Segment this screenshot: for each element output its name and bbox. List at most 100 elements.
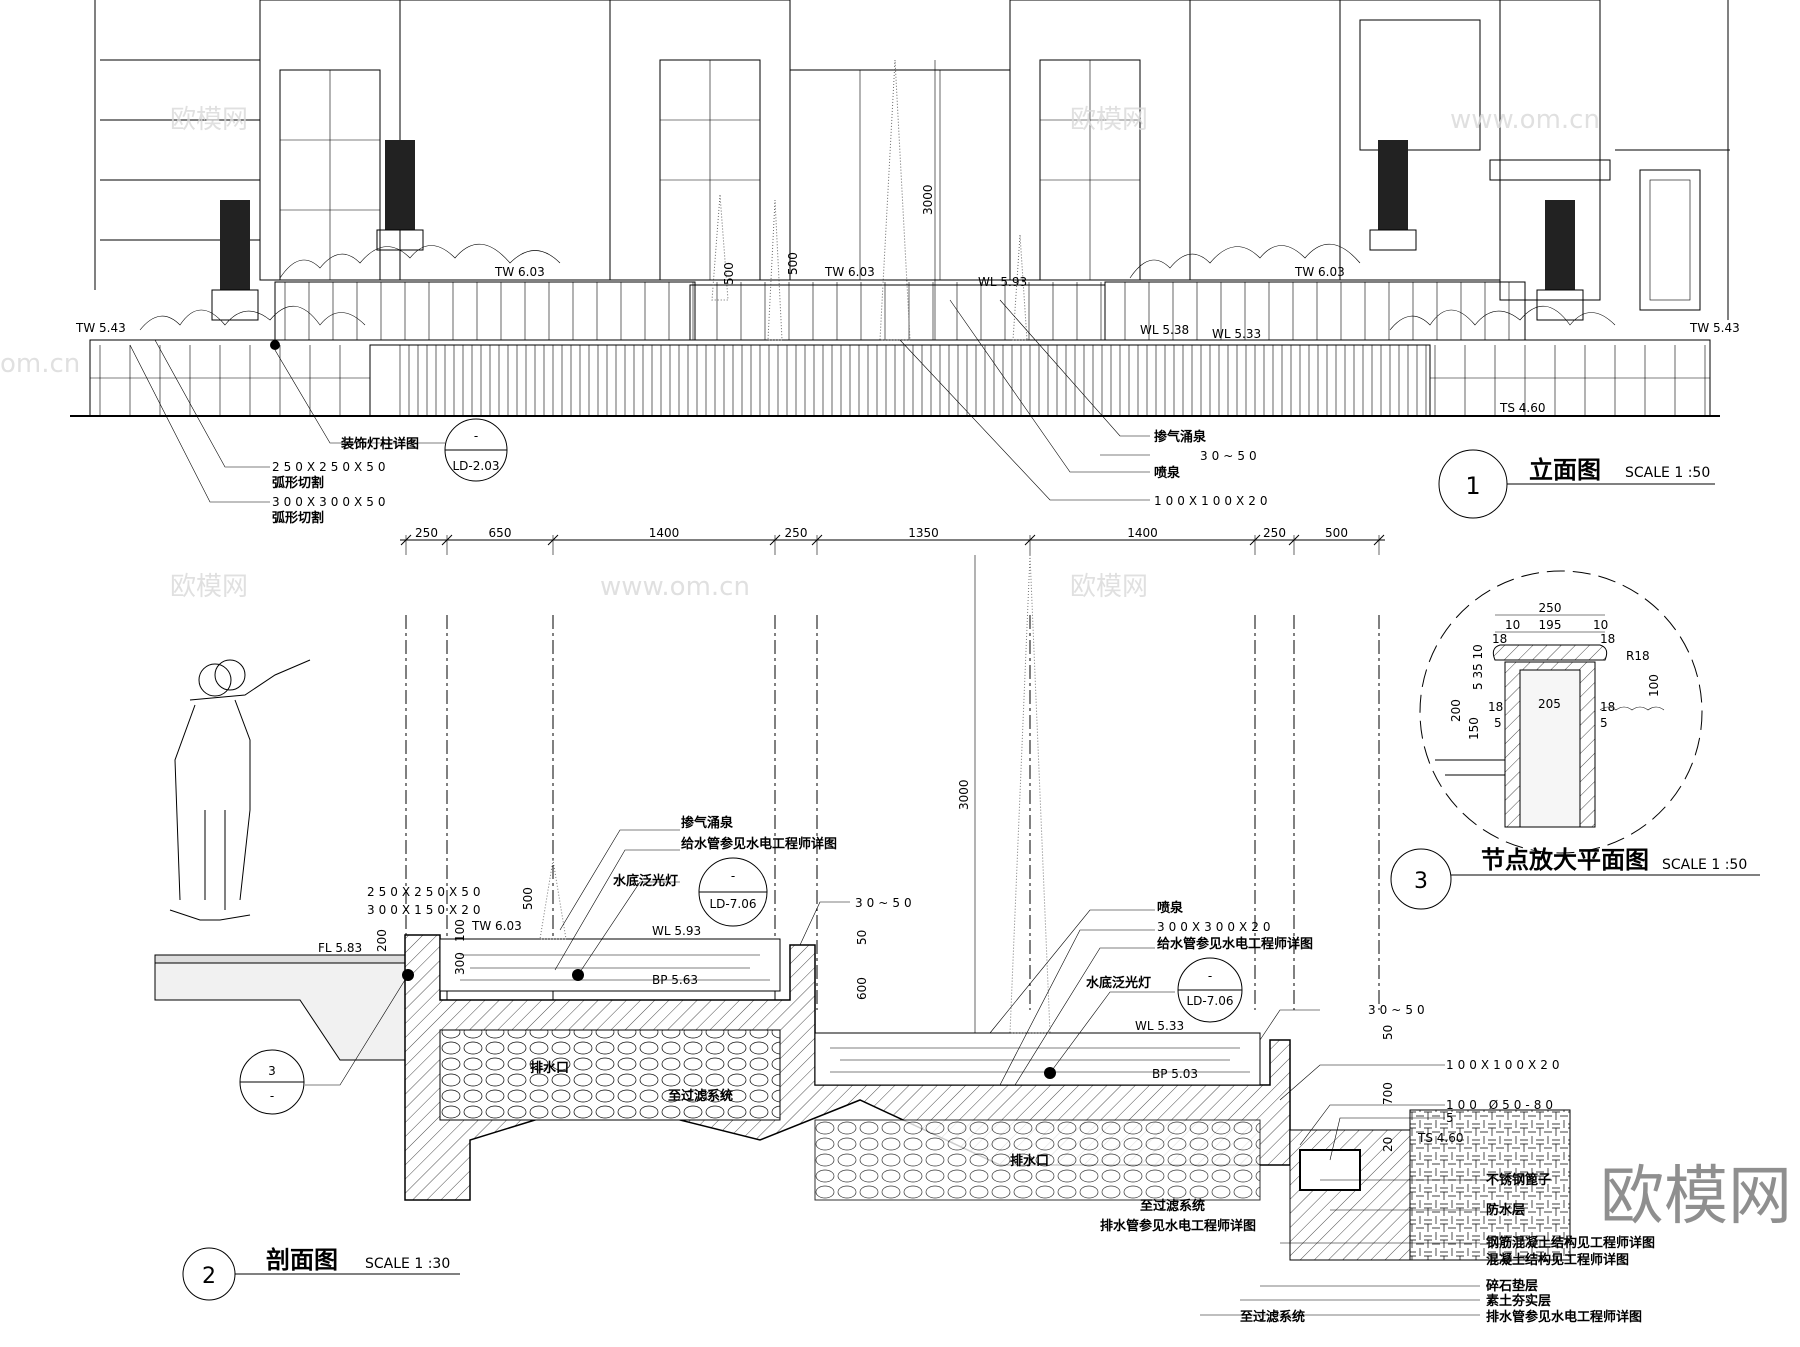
callout-tile-300: 300X300X20	[1157, 920, 1275, 934]
callout-paving1-size: 250X250X50	[272, 460, 390, 474]
callout-fountain: 喷泉	[1157, 900, 1184, 916]
level-tw: TW 6.03	[471, 919, 522, 933]
fountain-jets	[711, 59, 1028, 341]
light2-detail-reference[interactable]: - LD-7.06	[1177, 957, 1243, 1023]
dim-50a: 50	[855, 930, 869, 945]
dim-18b: 18	[1600, 632, 1615, 646]
dim-3000: 3000	[957, 779, 971, 810]
callout-drain-pipe-mid: 排水管参见水电工程师详图	[1100, 1218, 1256, 1234]
dim-18a: 18	[1492, 632, 1507, 646]
dim-300: 300	[453, 952, 467, 975]
level-ts: TS 4.60	[1417, 1131, 1463, 1145]
callout-supply-pipe2: 给水管参见水电工程师详图	[1157, 936, 1313, 952]
callout-five: 5	[1446, 1111, 1454, 1125]
drawing-number: 1	[1465, 472, 1480, 500]
dim-18c: 18	[1488, 700, 1503, 714]
dim-5-35-10: 5 35 10	[1471, 644, 1485, 690]
dimension-label: 500	[1325, 526, 1348, 540]
watermark-brand: 欧模网	[1070, 105, 1148, 135]
dim-20: 20	[1381, 1137, 1395, 1152]
callout-coping2: 300X150X20	[367, 903, 485, 917]
dim-500a: 500	[722, 262, 736, 285]
callout-supply-pipe: 给水管参见水电工程师详图	[681, 836, 837, 852]
level-wl-upper: WL 5.93	[652, 924, 701, 938]
callout-paving2-note: 弧形切割	[272, 510, 324, 526]
watermarks: 欧模网 欧模网 欧模网 欧模网 www.om.cn www.om.cn om.c…	[0, 105, 1792, 1234]
ref-sheet-number: -	[270, 1089, 274, 1103]
elevation-level-markers: TW 5.43 TW 6.03 TW 6.03 WL 5.93 TW 6.03 …	[75, 60, 1740, 415]
callout-pebble: 100 Ø50-80	[1446, 1098, 1557, 1112]
ref-sheet-top: -	[474, 429, 478, 443]
drawing-number: 2	[202, 1264, 216, 1289]
level-bp-upper: BP 5.63	[652, 973, 698, 987]
drawing-scale: SCALE 1 :50	[1662, 857, 1747, 873]
ref-sheet-top: -	[731, 869, 735, 883]
detail-title: 3 节点放大平面图 SCALE 1 :50	[1390, 846, 1760, 910]
level-bp-lower: BP 5.03	[1152, 1067, 1198, 1081]
dim-600: 600	[855, 977, 869, 1000]
ref-detail-number: 3	[268, 1064, 276, 1078]
section-structure	[154, 934, 1571, 1261]
watermark-brand: 欧模网	[1070, 572, 1148, 602]
shrub-planting	[139, 243, 1616, 331]
level-wl-lower: WL 5.33	[1135, 1019, 1184, 1033]
elevation-drawing: TW 5.43 TW 6.03 TW 6.03 WL 5.93 TW 6.03 …	[70, 0, 1740, 526]
dim-10a: 10	[1505, 618, 1520, 632]
dim-500b: 500	[786, 252, 800, 275]
drawing-scale: SCALE 1 :50	[1625, 465, 1710, 481]
level-tw-right: TW 5.43	[1689, 321, 1740, 335]
section-leaders	[305, 829, 1480, 1316]
dim-5a: 5	[1494, 716, 1502, 730]
node-detail-drawing: 250 10 195 10 18 18 R18 100 200 150 5 35…	[1390, 570, 1760, 910]
dimension-label: 250	[415, 526, 438, 540]
dimension-label: 1400	[649, 526, 680, 540]
pool-water	[402, 554, 1261, 1086]
level-wl-mid: WL 5.93	[978, 275, 1027, 289]
building-facade	[94, 0, 1730, 320]
human-scale-figure-icon	[169, 659, 311, 921]
callout-aerated-spring: 掺气涌泉	[1154, 429, 1207, 445]
ref-sheet-number: LD-7.06	[1187, 994, 1234, 1008]
callout-size-30-50b: 30~50	[1368, 1003, 1429, 1017]
lamp-detail-reference[interactable]: - LD-2.03	[444, 418, 508, 482]
dim-18d: 18	[1600, 700, 1615, 714]
watermark-url: www.om.cn	[600, 572, 750, 602]
section-title: 2 剖面图 SCALE 1 :30	[182, 1246, 460, 1301]
dim-195: 195	[1539, 618, 1562, 632]
watermark-brand: 欧模网	[170, 572, 248, 602]
dimension-label: 1350	[908, 526, 939, 540]
callout-drain-pipe: 排水管参见水电工程师详图	[1486, 1309, 1642, 1325]
dimension-label: 650	[489, 526, 512, 540]
callout-coping1: 250X250X50	[367, 885, 485, 899]
callout-tile-100: 100X100X20	[1154, 494, 1272, 508]
dim-5b: 5	[1600, 716, 1608, 730]
callout-compacted-soil: 素土夯实层	[1486, 1293, 1551, 1309]
drawing-scale: SCALE 1 :30	[365, 1256, 450, 1272]
callout-gravel: 碎石垫层	[1486, 1278, 1538, 1294]
dim-100: 100	[453, 919, 467, 942]
level-tw-mid: TW 6.03	[824, 265, 875, 279]
callout-drain-outlet2: 排水口	[1010, 1153, 1049, 1169]
dim-100: 100	[1647, 674, 1661, 697]
level-wl-right2: WL 5.33	[1212, 327, 1261, 341]
lamp-post-icons	[211, 140, 1584, 321]
light-detail-reference[interactable]: - LD-7.06	[698, 857, 768, 927]
level-ts: TS 4.60	[1499, 401, 1545, 415]
ref-sheet-number: LD-2.03	[453, 459, 500, 473]
elevation-leaders	[129, 299, 1150, 503]
drawing-number: 3	[1414, 869, 1428, 894]
callout-paving2-size: 300X300X50	[272, 495, 390, 509]
watermark-url: om.cn	[0, 349, 80, 379]
node-detail-reference[interactable]: 3 -	[239, 1049, 305, 1115]
callout-aerated-spring: 掺气涌泉	[681, 815, 734, 831]
callout-ss-grate: 不锈钢篦子	[1486, 1172, 1551, 1188]
drawing-title: 节点放大平面图	[1481, 846, 1649, 874]
callout-size-30-50: 30~50	[855, 896, 916, 910]
watermark-brand-large: 欧模网	[1600, 1160, 1792, 1234]
ref-sheet-number: LD-7.06	[710, 897, 757, 911]
dim-500: 500	[521, 887, 535, 910]
level-tw-mid-left: TW 6.03	[494, 265, 545, 279]
